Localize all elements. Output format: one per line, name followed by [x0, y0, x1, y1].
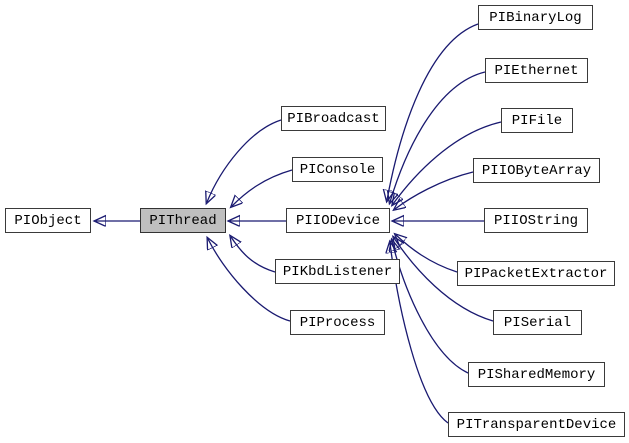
node-piethernet[interactable]: PIEthernet — [485, 58, 588, 83]
node-piethernet-label: PIEthernet — [494, 62, 579, 79]
node-pipacketextractor[interactable]: PIPacketExtractor — [457, 261, 615, 286]
node-piiostring[interactable]: PIIOString — [484, 208, 588, 233]
edge-piethernet-to-piiodevice — [390, 71, 486, 202]
node-piiobytearray-label: PIIOByteArray — [481, 162, 592, 179]
node-piobject[interactable]: PIObject — [5, 208, 91, 233]
node-piiodevice-label: PIIODevice — [295, 212, 380, 229]
edge-pibroadcast-to-pithread — [207, 119, 282, 202]
edge-piiobytearray-to-piiodevice — [395, 171, 474, 209]
node-piobject-label: PIObject — [14, 212, 82, 229]
edge-pibinarylog-to-piiodevice — [387, 23, 479, 200]
node-piprocess[interactable]: PIProcess — [290, 310, 385, 335]
edge-pikbdlistener-to-pithread — [231, 237, 276, 273]
edge-piconsole-to-pithread — [232, 169, 293, 206]
node-piconsole[interactable]: PIConsole — [292, 157, 383, 182]
node-pithread: PIThread — [140, 208, 226, 233]
node-piiostring-label: PIIOString — [493, 212, 578, 229]
node-pibroadcast-label: PIBroadcast — [287, 110, 380, 127]
node-pifile-label: PIFile — [511, 112, 563, 129]
node-pisharedmemory-label: PISharedMemory — [477, 366, 596, 383]
node-pithread-label: PIThread — [149, 212, 217, 229]
node-pikbdlistener-label: PIKbdListener — [282, 263, 393, 280]
node-pitransparentdevice-label: PITransparentDevice — [456, 416, 617, 433]
node-piiobytearray[interactable]: PIIOByteArray — [473, 158, 600, 183]
node-pibroadcast[interactable]: PIBroadcast — [281, 106, 386, 131]
node-piconsole-label: PIConsole — [299, 161, 376, 178]
node-pipacketextractor-label: PIPacketExtractor — [464, 265, 608, 282]
node-pikbdlistener[interactable]: PIKbdListener — [275, 259, 400, 284]
node-piprocess-label: PIProcess — [299, 314, 376, 331]
edge-pisharedmemory-to-piiodevice — [392, 241, 469, 374]
node-pibinarylog-label: PIBinaryLog — [489, 9, 582, 26]
edge-piserial-to-piiodevice — [394, 238, 494, 322]
node-pibinarylog[interactable]: PIBinaryLog — [478, 5, 593, 30]
node-piiodevice[interactable]: PIIODevice — [286, 208, 390, 233]
node-pitransparentdevice[interactable]: PITransparentDevice — [448, 412, 625, 437]
edge-piprocess-to-pithread — [208, 239, 291, 322]
node-piserial[interactable]: PISerial — [493, 310, 582, 335]
node-pisharedmemory[interactable]: PISharedMemory — [468, 362, 605, 387]
edge-pifile-to-piiodevice — [393, 121, 502, 204]
node-piserial-label: PISerial — [503, 314, 572, 331]
node-pifile[interactable]: PIFile — [501, 108, 573, 133]
